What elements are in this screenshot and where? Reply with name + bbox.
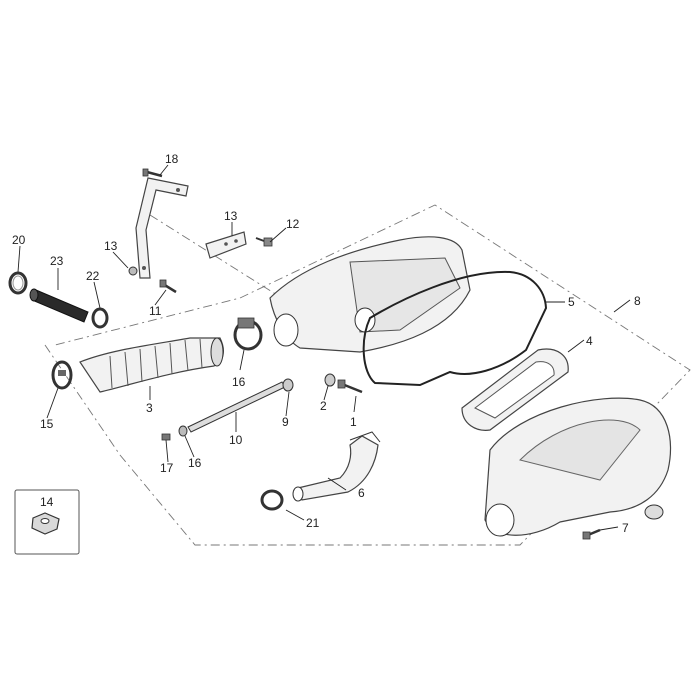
filter-element-part <box>461 348 569 431</box>
washer-part <box>178 425 188 437</box>
bracket-alignment-line <box>149 214 286 301</box>
elbow-duct-part <box>292 431 381 502</box>
part-label-5: 5 <box>568 295 575 309</box>
part-label-3: 3 <box>146 401 153 415</box>
breather-hose-part <box>29 288 89 323</box>
part-label-16: 16 <box>232 375 246 389</box>
leader-lines <box>17 164 631 531</box>
part-label-22: 22 <box>86 269 100 283</box>
screw-part <box>161 433 171 441</box>
part-label-9: 9 <box>282 415 289 429</box>
hose-clamp-part <box>91 307 109 329</box>
mounting-plate-part <box>205 231 247 259</box>
grommet-part <box>324 373 336 387</box>
hose-clamp-part <box>260 489 284 511</box>
part-label-4: 4 <box>586 334 593 348</box>
drain-tube-part <box>187 381 286 433</box>
part-label-13-nut: 13 <box>104 239 118 253</box>
part-label-6: 6 <box>358 486 365 500</box>
detail-box <box>14 489 80 555</box>
part-label-1: 1 <box>350 415 357 429</box>
filter-cover-part <box>484 397 672 537</box>
part-label-17: 16 <box>188 456 202 470</box>
support-bracket-part <box>135 177 189 279</box>
filter-housing-part <box>269 236 471 353</box>
screw-part <box>255 237 273 247</box>
part-label-8: 8 <box>634 294 641 308</box>
part-label-10: 10 <box>229 433 243 447</box>
part-label-12: 12 <box>286 217 300 231</box>
bolt-part <box>142 168 163 178</box>
intake-duct-part <box>79 337 224 393</box>
nut-part <box>128 266 138 276</box>
hose-clamp-part <box>8 271 28 295</box>
screw-part <box>159 279 177 294</box>
part-label-7: 7 <box>622 521 629 535</box>
part-label-11: 11 <box>149 304 162 318</box>
part-label-2: 2 <box>320 399 327 413</box>
screw-part <box>582 528 601 540</box>
part-label-13-plate: 13 <box>224 209 238 223</box>
clip-nut-part <box>31 512 60 535</box>
part-label-18: 17 <box>160 461 174 475</box>
part-label-14: 14 <box>40 495 54 509</box>
part-label-23: 23 <box>50 254 64 268</box>
part-label-20: 20 <box>12 233 26 247</box>
part-label-15: 15 <box>40 417 54 431</box>
screw-part <box>337 379 363 394</box>
part-label-19: 18 <box>165 152 179 166</box>
part-label-21: 21 <box>306 516 320 530</box>
hose-clamp-part <box>233 317 263 351</box>
hose-clamp-part <box>51 360 73 390</box>
grommet-part <box>282 378 294 392</box>
gasket-part <box>362 270 548 387</box>
